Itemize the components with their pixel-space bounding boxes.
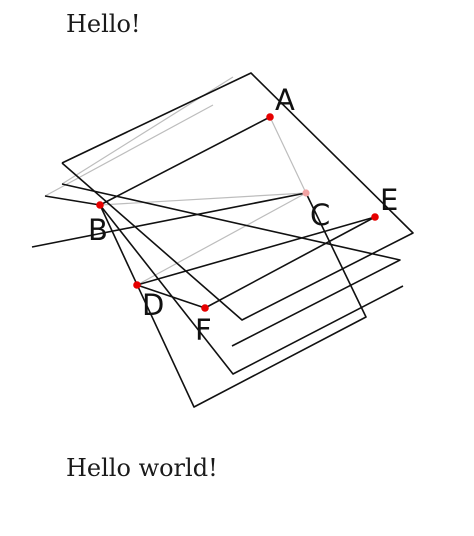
point-d — [133, 281, 141, 289]
point-e — [371, 213, 379, 221]
line-e-f — [204, 216, 376, 309]
plane-four-outline — [31, 192, 367, 408]
intersection-points — [96, 113, 379, 312]
line-a-b — [99, 116, 271, 206]
label-c: C — [310, 198, 330, 232]
point-b — [96, 201, 104, 209]
plane-edges — [31, 72, 414, 408]
line-e-d — [136, 216, 376, 286]
label-e: E — [380, 183, 398, 217]
point-c — [302, 189, 310, 197]
point-a — [266, 113, 274, 121]
point-labels: A B C D E F — [88, 83, 398, 347]
label-d: D — [142, 288, 164, 322]
hidden-edge-c-d — [136, 192, 307, 286]
hidden-edge-plane3-top — [44, 104, 214, 197]
plane-two-outline — [61, 183, 401, 347]
hidden-edge-a-c — [269, 116, 307, 194]
label-f: F — [195, 313, 212, 347]
hello-world-text: Hello world! — [66, 454, 218, 482]
label-b: B — [88, 213, 108, 247]
greeting-text: Hello! — [66, 10, 141, 38]
hidden-edge-b-c — [99, 192, 307, 206]
label-a: A — [275, 83, 295, 117]
plane-one-outline — [61, 72, 414, 321]
point-f — [201, 304, 209, 312]
plane-three-outline — [44, 195, 404, 375]
line-d-f — [136, 284, 206, 309]
